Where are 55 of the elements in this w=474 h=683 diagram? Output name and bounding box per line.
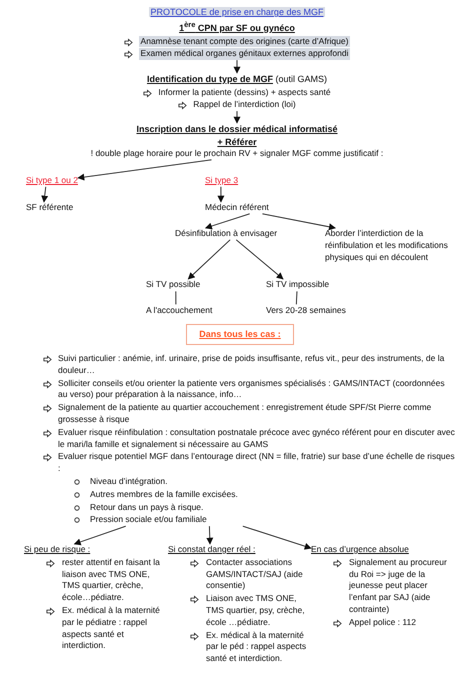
arrow — [234, 110, 240, 124]
arrow — [217, 186, 224, 203]
arrow — [206, 526, 214, 545]
bullet-text: Informer la patiente (dessins) + aspects santé — [158, 86, 331, 98]
step-text: SF référente — [26, 202, 74, 214]
heading-text: Identification du type de MGF (outil GAMS) — [146, 73, 328, 86]
arrow — [236, 239, 284, 280]
arrow — [204, 213, 250, 230]
title: PROTOCOLE de prise en charge des MGF — [148, 7, 326, 17]
heading-text: Inscription dans le dossier médical informatisé — [135, 123, 339, 136]
heading-text: + Référer — [216, 136, 258, 148]
sub-bullet-text: Autres membres de la famille excisées. — [90, 488, 239, 501]
arrow — [41, 186, 48, 203]
step-text: Si TV impossible — [266, 279, 330, 291]
sub-bullet-text: Pression sociale et/ou familiale — [90, 514, 208, 526]
condition-label: Si type 3 — [205, 175, 238, 187]
heading-text: Si constat danger réel : — [168, 544, 256, 556]
step-text: Vers 20-28 semaines — [266, 305, 346, 317]
bullet-text: Ex. médical à la maternité par le pédiatre : rappel aspects santé et interdiction. — [62, 604, 161, 652]
bullet-text: Evaluer risque potentiel MGF dans l’entourage direct (NN = fille, fratrie) sur base d’une échelle de risques : — [58, 451, 456, 475]
arrow — [262, 213, 336, 230]
condition-label: Si type 1 ou 2 — [26, 175, 78, 187]
connector-line — [296, 290, 298, 305]
bullet-text: Signalement au procureur du Roi => juge de la jeunesse peut placer l’enfant par SAJ (aide contrainte) — [349, 556, 448, 616]
bullet-text: Contacter associations GAMS/INTACT/SAJ (aide consentie) — [206, 556, 304, 592]
heading-text: En cas d’urgence absolue — [311, 544, 410, 556]
step-text: Aborder l’interdiction de la réinfibulation et les modifications physiques qui en découlent — [325, 228, 453, 264]
bullet-text: Suivi particulier : anémie, inf. urinaire, prise de poids insuffisante, refus vit., peur des instruments, de la douleur… — [58, 353, 446, 377]
arrow — [188, 239, 231, 280]
heading-text: Si peu de risque : — [24, 544, 92, 556]
step-text: A l'accouchement — [146, 305, 212, 317]
arrow — [242, 526, 312, 550]
step-text: Médecin référent — [205, 202, 269, 214]
bullet-text: Appel police : 112 — [349, 616, 417, 629]
arrow — [74, 526, 126, 546]
step-text: ! double plage horaire pour le prochain RV + signaler MGF comme justificatif : — [90, 148, 384, 160]
bullet-text: Ex. médical à la maternité par le péd : rappel aspects santé et interdiction. — [206, 630, 308, 665]
sub-bullet-text: Niveau d’intégration. — [90, 476, 168, 488]
bullet-text: Examen médical organes génitaux externes approfondi — [138, 48, 350, 60]
bullet-text: Signalement de la patiente au quartier accouchement : enregistrement étude SPF/St Pierre comme grossesse à risque — [58, 402, 432, 426]
bullet-text: rester attentif en faisant la liaison avec TMS ONE, TMS quartier, crèche, école…pédiatre. — [62, 556, 161, 604]
callout-box — [186, 324, 294, 345]
connector-line — [175, 290, 176, 305]
bullet-text: Rappel de l’interdiction (loi) — [193, 99, 296, 112]
heading-text: Dans tous les cas : — [198, 329, 282, 341]
arrow — [234, 60, 240, 74]
bullet-text: Anamnèse tenant compte des origines (carte d’Afrique) — [138, 36, 350, 48]
heading-text: 1$^{ère}$ CPN par SF ou gynéco — [178, 19, 296, 34]
bullet-text: Solliciter conseils et/ou orienter la patiente vers organismes spécialisés : GAMS/INTACT (coordonnées au verso) pour préparation à la naissance, info… — [58, 378, 446, 402]
step-text: Si TV possible — [146, 279, 200, 291]
step-text: Désinfibulation à envisager — [175, 228, 278, 240]
arrow — [77, 159, 212, 181]
bullet-text: Liaison avec TMS ONE, TMS quartier, psy, crèche, école …pédiatre. — [206, 593, 306, 629]
bullet-text: Evaluer risque réinfibulation : consultation postnatale précoce avec gynéco référent pour en discuter avec le mari/la famille et signalement si nécessaire au GAMS — [58, 426, 456, 450]
sub-bullet-text: Retour dans un pays à risque. — [90, 502, 204, 514]
